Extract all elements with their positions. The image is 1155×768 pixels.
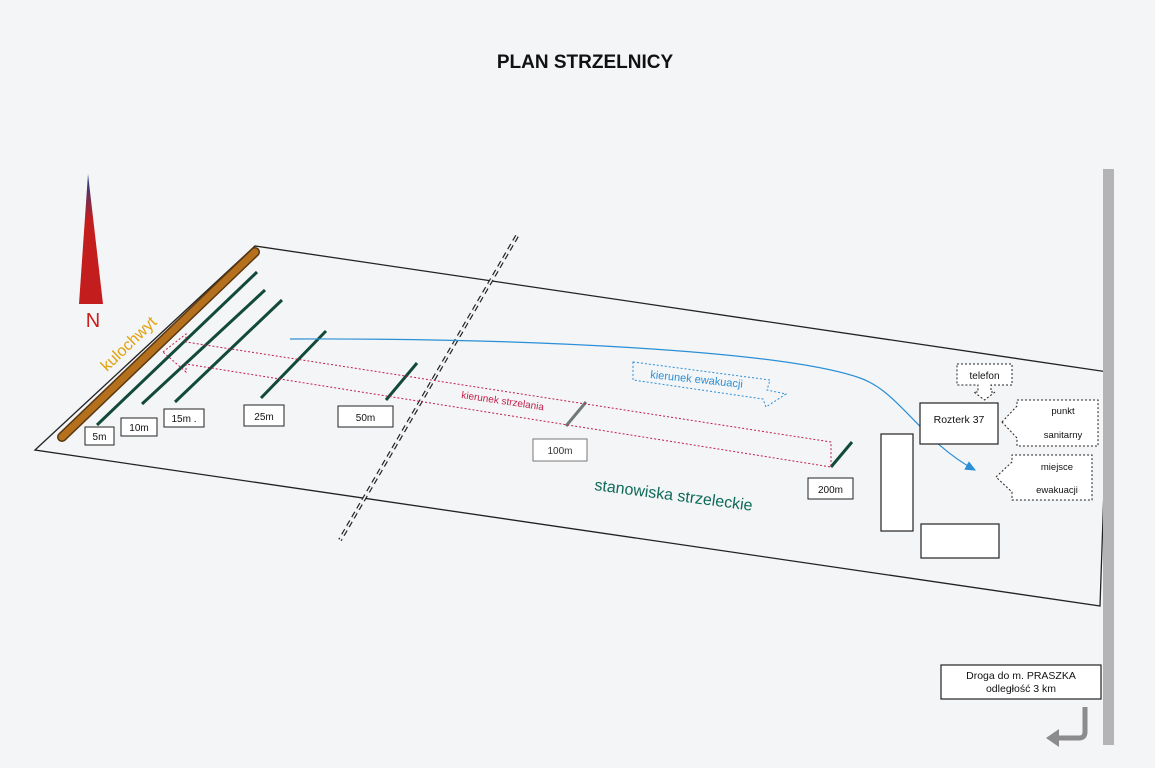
stations-label: stanowiska strzeleckie (593, 477, 753, 515)
target-line-25m (259, 329, 328, 400)
compass-arrow-icon (79, 174, 103, 304)
building-rozterk (919, 402, 999, 445)
first-aid-label-line2: sanitarny (1044, 430, 1083, 441)
dashed-boundary-inner (339, 235, 518, 541)
road (1103, 169, 1114, 745)
distance-labels: 5m 10m 15m . 25m 50m 100m 200m (84, 404, 854, 500)
distance-label-15m: 15m . (171, 414, 196, 425)
evac-point-label-line2: ewakuacji (1036, 485, 1078, 496)
telefon-label: telefon (969, 371, 999, 382)
evacuation-path (289, 338, 977, 471)
building-horizontal (920, 523, 1000, 559)
road-info-line1: Droga do m. PRASZKA (966, 670, 1076, 682)
target-line-15m (173, 298, 284, 404)
target-line-5m (95, 270, 259, 427)
target-line-100m (564, 401, 588, 427)
building-vertical (880, 433, 914, 532)
road-turn-arrow-head (1046, 729, 1059, 747)
evacuation-direction-label: kierunek ewakuacji (650, 369, 744, 391)
target-line-10m (140, 288, 267, 406)
building-rozterk-label: Rozterk 37 (934, 414, 985, 426)
evac-point-callout (995, 454, 1093, 501)
distance-label-50m: 50m (356, 413, 375, 424)
compass-north-label: N (86, 310, 100, 332)
distance-label-200m: 200m (818, 485, 843, 496)
road-info-line2: odległość 3 km (986, 683, 1056, 695)
distance-label-5m: 5m (93, 432, 107, 443)
distance-label-25m: 25m (254, 412, 273, 423)
target-line-200m (829, 441, 854, 468)
first-aid-callout (1001, 399, 1099, 447)
page-title: PLAN STRZELNICY (496, 52, 674, 73)
target-lines (95, 270, 854, 468)
backstop-bar-fill (58, 248, 259, 441)
road-info-box (940, 664, 1102, 700)
telefon-callout (956, 363, 1013, 401)
distance-label-10m: 10m (129, 423, 148, 434)
distance-label-100m: 100m (547, 446, 572, 457)
road-turn-arrow-icon (1058, 707, 1088, 741)
evac-point-label-line1: miejsce (1041, 462, 1073, 473)
first-aid-label-line1: punkt (1051, 406, 1075, 417)
evacuation-direction-arrow (632, 361, 788, 408)
target-line-50m (384, 362, 419, 401)
